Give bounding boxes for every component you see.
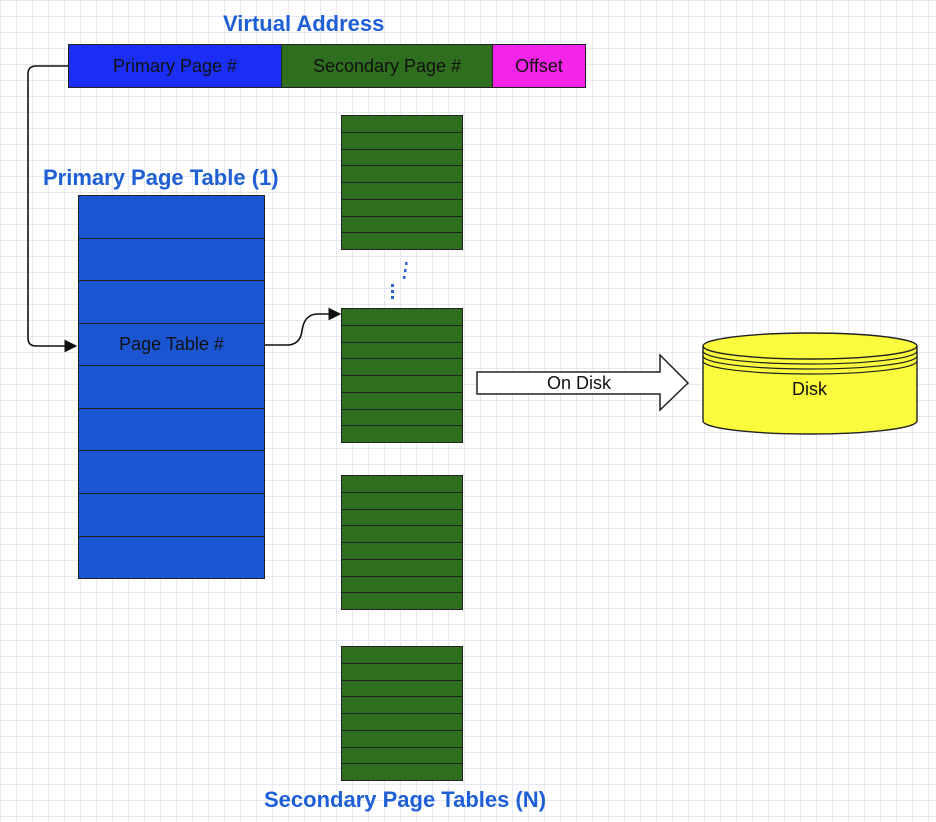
secondary-page-tables-title: Secondary Page Tables (N)	[264, 787, 547, 812]
primary-page-segment-label: Primary Page #	[112, 55, 238, 76]
ellipsis-dots-icon	[391, 262, 408, 299]
secondary-table-row	[342, 746, 462, 764]
secondary-table-row	[342, 491, 462, 509]
page-table-connector	[265, 307, 342, 346]
offset-segment-label: Offset	[515, 55, 563, 76]
secondary-page-table-3	[341, 475, 463, 610]
secondary-table-row	[342, 148, 462, 166]
disk-label: Disk	[792, 379, 827, 399]
secondary-table-row	[342, 375, 462, 392]
secondary-page-table-1	[341, 115, 463, 250]
secondary-table-row	[342, 558, 462, 576]
primary-table-row	[79, 365, 264, 408]
offset-segment: Offset	[492, 45, 585, 87]
secondary-table-row	[342, 341, 462, 359]
secondary-table-row	[342, 131, 462, 149]
disk-icon	[702, 332, 918, 435]
secondary-table-row	[342, 215, 462, 233]
primary-table-row	[79, 492, 264, 536]
secondary-table-row	[342, 696, 462, 713]
primary-table-row	[79, 535, 264, 579]
secondary-table-row	[342, 542, 462, 559]
page-table-entry: Page Table #	[79, 322, 264, 366]
secondary-table-row	[342, 592, 462, 609]
primary-table-row	[79, 450, 264, 493]
secondary-table-row	[342, 525, 462, 542]
secondary-table-row	[342, 575, 462, 593]
secondary-table-row	[342, 165, 462, 182]
secondary-table-row	[342, 391, 462, 409]
primary-page-table: Page Table #	[78, 195, 265, 579]
secondary-table-row	[342, 713, 462, 730]
secondary-table-row	[342, 408, 462, 426]
primary-table-row	[79, 407, 264, 451]
secondary-table-row	[342, 763, 462, 780]
secondary-page-segment: Secondary Page #	[281, 45, 492, 87]
secondary-table-row	[342, 662, 462, 680]
virtual-address-title: Virtual Address	[223, 11, 385, 36]
secondary-table-row	[342, 508, 462, 526]
secondary-table-row	[342, 182, 462, 199]
on-disk-arrow	[476, 353, 690, 412]
primary-table-row	[79, 237, 264, 281]
secondary-page-table-2	[341, 308, 463, 443]
secondary-table-row	[342, 425, 462, 442]
secondary-table-row	[342, 729, 462, 747]
secondary-table-row	[342, 198, 462, 216]
secondary-page-table-4	[341, 646, 463, 781]
primary-index-connector	[27, 65, 78, 353]
secondary-table-row	[342, 358, 462, 375]
secondary-table-row	[342, 232, 462, 249]
on-disk-label: On Disk	[547, 373, 612, 393]
primary-table-row	[79, 280, 264, 323]
secondary-table-row	[342, 324, 462, 342]
primary-page-segment: Primary Page #	[69, 45, 281, 87]
virtual-address-bar: Primary Page # Secondary Page # Offset	[68, 44, 586, 88]
secondary-table-row	[342, 679, 462, 697]
primary-page-table-title: Primary Page Table (1)	[43, 165, 279, 190]
secondary-page-segment-label: Secondary Page #	[312, 55, 462, 76]
